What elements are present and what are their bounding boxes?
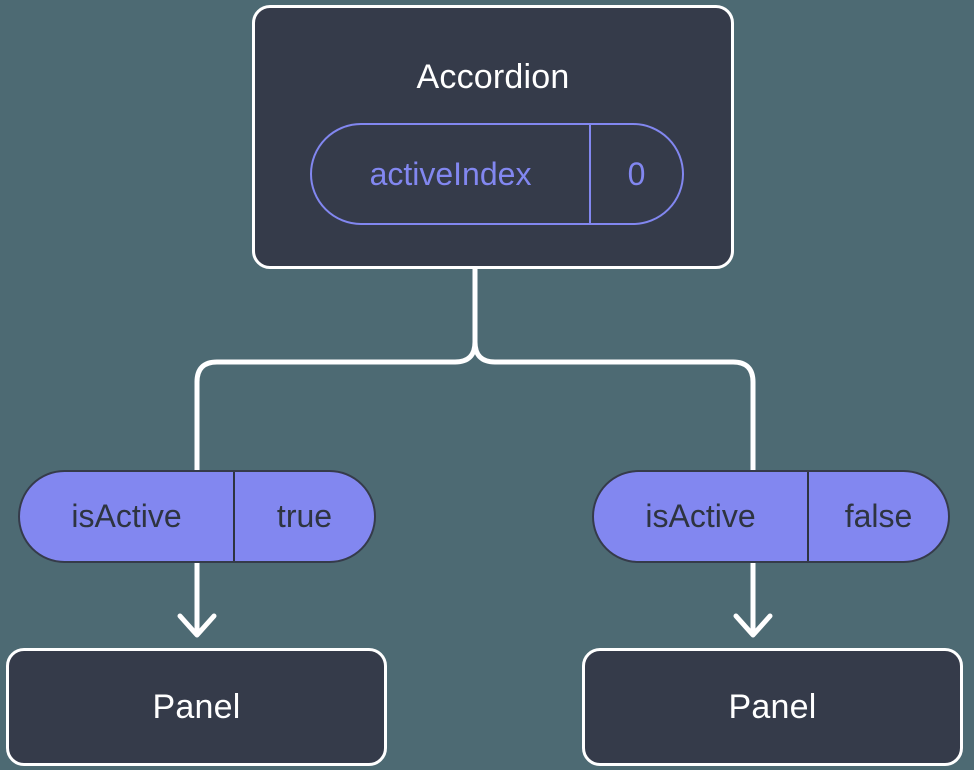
state-pill-key: activeIndex <box>312 125 591 223</box>
prop-pill-is-active-true: isActive true <box>18 470 376 563</box>
branch-trunk-left <box>194 266 478 473</box>
accordion-node: Accordion activeIndex 0 <box>252 5 734 269</box>
panel-node-left: Panel <box>6 648 387 766</box>
panel-node-title: Panel <box>152 688 241 726</box>
prop-pill-value: false <box>844 498 913 534</box>
arrow-left-head <box>177 613 217 638</box>
arrow-right-head <box>733 613 773 638</box>
accordion-node-title: Accordion <box>416 58 570 96</box>
panel-node-right: Panel <box>582 648 963 766</box>
prop-pill-is-active-false: isActive false <box>592 470 950 563</box>
branch-trunk-right <box>472 266 756 473</box>
prop-pill-key: isActive <box>20 472 235 561</box>
panel-node-title: Panel <box>728 688 817 726</box>
prop-pill-key: isActive <box>594 472 809 561</box>
state-pill-active-index: activeIndex 0 <box>310 123 684 225</box>
prop-pill-value: true <box>276 498 333 534</box>
state-pill-value: 0 <box>627 155 646 192</box>
